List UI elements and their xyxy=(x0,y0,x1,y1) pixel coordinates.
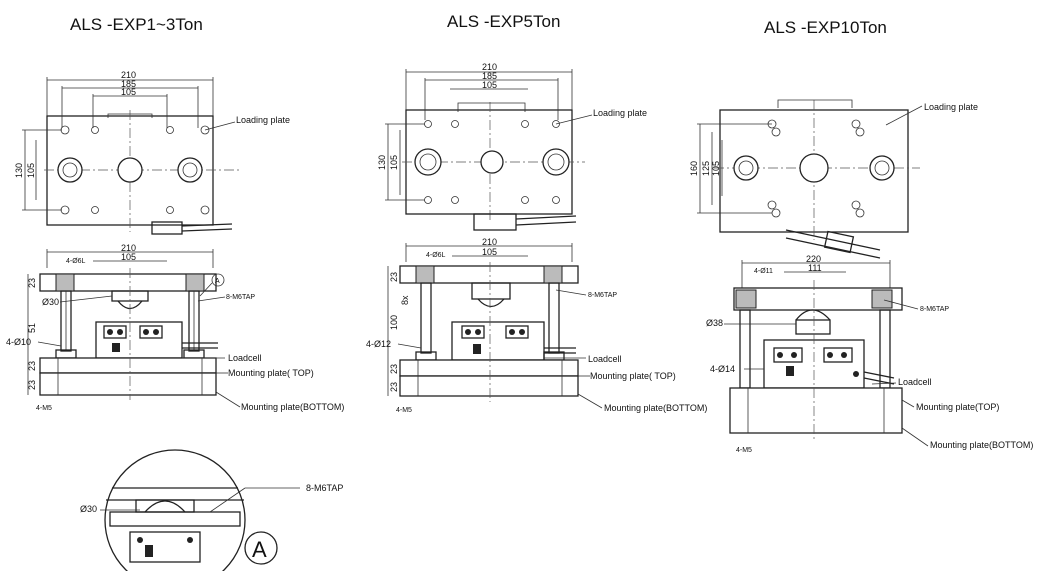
label-m6tap-1: 8-M6TAP xyxy=(226,294,255,301)
label-loading-plate-2: Loading plate xyxy=(593,108,647,118)
detail-a-view: 8-M6TAP Ø30 A xyxy=(80,449,343,571)
label-loading-plate-3: Loading plate xyxy=(924,102,978,112)
dim-111: 111 xyxy=(808,263,822,273)
dim-23-a3: 23 xyxy=(27,380,37,390)
label-loadcell-2: Loadcell xyxy=(588,354,622,364)
dim-4-012: 4-Ø12 xyxy=(366,339,391,349)
label-loadcell-3: Loadcell xyxy=(898,377,932,387)
dim-130-c: 130 xyxy=(377,155,387,170)
dim-dia30-detail: Ø30 xyxy=(80,504,97,514)
dim-210-a: 210 xyxy=(121,70,136,80)
label-m6tap-detail: 8-M6TAP xyxy=(306,483,343,493)
label-cb-2b: 4-M5 xyxy=(396,407,412,414)
label-mounting-top-2: Mounting plate( TOP) xyxy=(590,371,676,381)
dim-210-c: 210 xyxy=(482,62,497,72)
dim-105-left-c: 105 xyxy=(389,155,399,170)
dim-105-e: 105 xyxy=(711,161,721,176)
top-view-1: 210 185 105 130 105 Loading plate xyxy=(14,70,290,235)
label-cb-3: 4-Ø11 xyxy=(754,268,773,275)
dim-125: 125 xyxy=(701,161,711,176)
front-view-2: 210 105 4-Ø6L 23 8x 100 23 23 4-Ø12 4-M5 xyxy=(366,237,707,414)
dim-105-a: 105 xyxy=(121,87,136,97)
front-view-1: 210 105 4-Ø6L 23 51 23 xyxy=(6,243,344,412)
label-mounting-top-1: Mounting plate( TOP) xyxy=(228,368,314,378)
dim-185-a: 185 xyxy=(121,79,136,89)
dim-160: 160 xyxy=(689,161,699,176)
dim-dia30-a: Ø30 xyxy=(42,297,59,307)
label-mounting-top-3: Mounting plate(TOP) xyxy=(916,402,999,412)
dim-185-c: 185 xyxy=(482,71,497,81)
label-cb-1: 4-Ø6L xyxy=(66,258,86,265)
dim-51-a: 51 xyxy=(27,323,37,333)
label-cb-2: 4-Ø6L xyxy=(426,252,446,259)
title-exp5ton: ALS -EXP5Ton xyxy=(447,12,560,31)
label-m6tap-2: 8-M6TAP xyxy=(588,292,617,299)
dim-130-a: 130 xyxy=(14,163,24,178)
dim-8x: 8x xyxy=(400,295,410,305)
label-mounting-bottom-1: Mounting plate(BOTTOM) xyxy=(241,402,344,412)
marker-a-small: A xyxy=(215,278,220,285)
dim-105-b: 105 xyxy=(121,252,136,262)
label-mounting-bottom-3: Mounting plate(BOTTOM) xyxy=(930,440,1033,450)
title-exp10ton: ALS -EXP10Ton xyxy=(764,18,887,37)
dim-23-c1: 23 xyxy=(389,272,399,282)
marker-a-large: A xyxy=(252,537,267,562)
dim-100: 100 xyxy=(389,315,399,330)
dim-4-014: 4-Ø14 xyxy=(710,364,735,374)
label-m6tap-3: 8-M6TAP xyxy=(920,306,949,313)
top-view-2: 210 185 105 130 105 Loading plate xyxy=(377,62,647,231)
dim-23-c2: 23 xyxy=(389,364,399,374)
front-view-3: 220 111 4-Ø11 Ø38 4-Ø14 4-M5 8-M6TAP Loa… xyxy=(706,254,1033,454)
dim-220: 220 xyxy=(806,254,821,264)
dim-105-c: 105 xyxy=(482,80,497,90)
dim-210-d: 210 xyxy=(482,237,497,247)
label-loadcell-1: Loadcell xyxy=(228,353,262,363)
dim-23-a1: 23 xyxy=(27,278,37,288)
dim-23-c3: 23 xyxy=(389,382,399,392)
label-cb-1b: 4-M5 xyxy=(36,405,52,412)
dim-4-010: 4-Ø10 xyxy=(6,337,31,347)
label-cb-3b: 4-M5 xyxy=(736,447,752,454)
title-exp1-3ton: ALS -EXP1~3Ton xyxy=(70,15,203,34)
dim-23-a2: 23 xyxy=(27,361,37,371)
dim-105-left-a: 105 xyxy=(26,163,36,178)
label-mounting-bottom-2: Mounting plate(BOTTOM) xyxy=(604,403,707,413)
label-loading-plate-1: Loading plate xyxy=(236,115,290,125)
dim-dia38: Ø38 xyxy=(706,318,723,328)
dim-210-b: 210 xyxy=(121,243,136,253)
top-view-3: 160 125 105 Loading plate xyxy=(689,99,978,259)
dim-105-d: 105 xyxy=(482,247,497,257)
